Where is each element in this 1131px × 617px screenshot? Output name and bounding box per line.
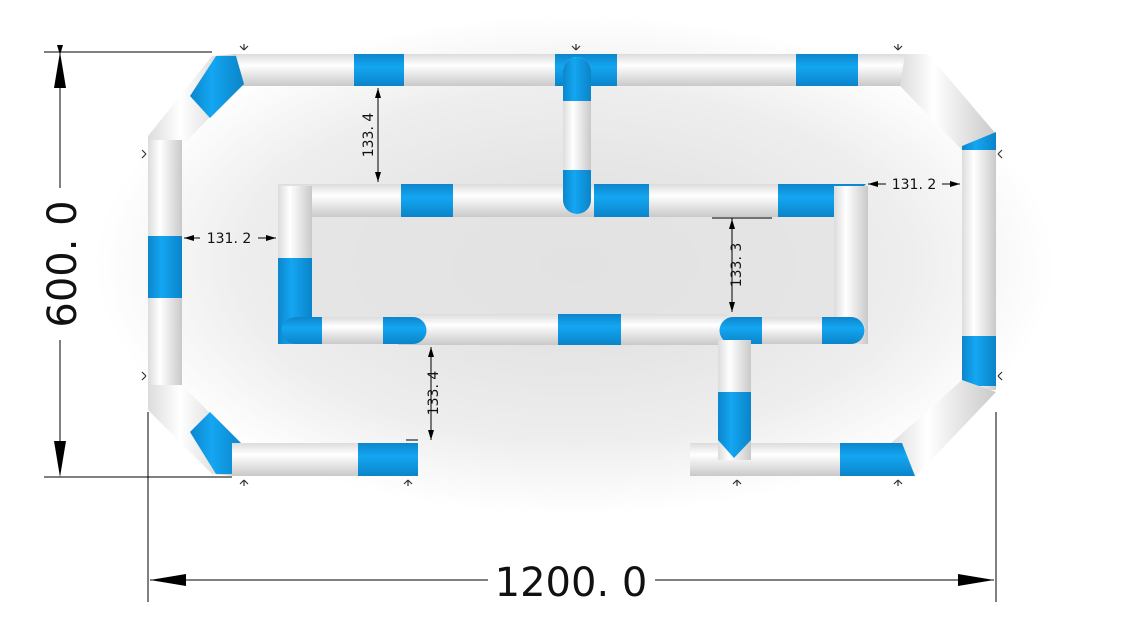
outer-top-right-diagonal xyxy=(900,54,996,150)
top-center-pill-tube xyxy=(563,57,591,214)
outer-bottom-right-diagonal xyxy=(890,380,996,476)
anchor-stake-icon xyxy=(997,149,1003,159)
anchor-stake-icon xyxy=(732,479,742,486)
anchor-stake-icon xyxy=(141,371,147,381)
anchor-stakes xyxy=(141,44,1003,486)
center-tube xyxy=(398,314,728,345)
dimension-arrows xyxy=(54,52,994,586)
ground-shadow xyxy=(95,15,1055,515)
outer-top-blue-1 xyxy=(354,54,404,86)
outer-bottom-right-blue xyxy=(840,443,915,476)
anchor-stake-icon xyxy=(893,44,903,51)
outer-top-left-blue xyxy=(190,56,244,118)
outer-left-blue xyxy=(148,236,182,298)
center-main-blue xyxy=(558,314,621,345)
outer-bottom-left-blue xyxy=(358,443,418,476)
anchor-stake-icon xyxy=(403,479,413,486)
anchor-stake-icon xyxy=(571,44,581,51)
overall-width-label: 1200. 0 xyxy=(495,560,648,606)
inner-top-blue-1 xyxy=(401,184,453,217)
anchor-stake-icon xyxy=(141,149,147,159)
outer-bottom-left-blue xyxy=(190,412,244,474)
gap-right-label: 131. 2 xyxy=(892,177,937,193)
anchor-stake-icon xyxy=(239,44,249,51)
overall-height-label: 600. 0 xyxy=(40,200,86,327)
left-pill-tube xyxy=(281,317,427,344)
gap-top-label: 133. 4 xyxy=(361,113,377,158)
anchor-stake-icon xyxy=(893,479,903,486)
right-pill-tube xyxy=(719,317,865,344)
inner-top-blue-2 xyxy=(594,184,649,217)
gap-center-label: 133. 3 xyxy=(729,243,745,288)
outer-top-blue-3 xyxy=(796,54,858,86)
gap-bottom-label: 133. 4 xyxy=(426,371,442,416)
gap-left-label: 131. 2 xyxy=(207,231,252,247)
center-drop-tube xyxy=(718,340,751,460)
outer-right-blue xyxy=(962,336,996,386)
anchor-stake-icon xyxy=(997,371,1003,381)
anchor-stake-icon xyxy=(239,479,249,486)
